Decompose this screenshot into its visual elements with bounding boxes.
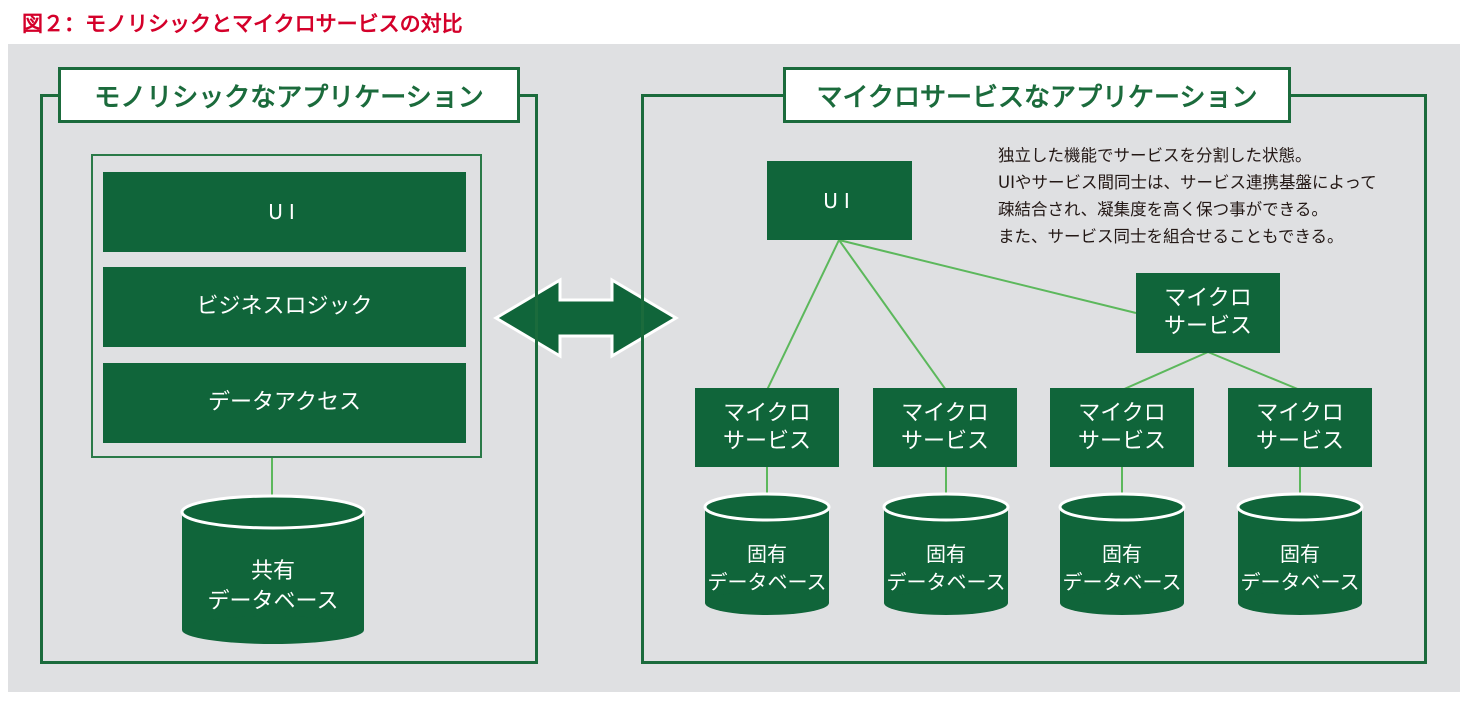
microservice-box-3: マイクロ サービス [1050, 388, 1194, 467]
database-cylinder-icon-4 [1236, 492, 1364, 615]
microservices-ui-box: UI [767, 161, 912, 240]
mid-microservice-box: マイクロ サービス [1136, 273, 1280, 353]
shared-database-label: 共有 データベース [207, 559, 339, 614]
microservices-title: マイクロサービスなアプリケーション [783, 67, 1291, 123]
ui-to-service1-connector [766, 239, 840, 391]
own-database-label-3: 固有 データベース [1062, 542, 1182, 594]
own-database-label-2: 固有 データベース [886, 542, 1006, 594]
monolith-business-logic-layer: ビジネスロジック [103, 267, 466, 347]
double-arrow-icon [493, 277, 679, 359]
ui-to-mid-service-connector [838, 239, 1137, 314]
microservices-description: 独立した機能でサービスを分割した状態。 UIやサービス間同士は、サービス連携基盤… [998, 146, 1377, 246]
microservice-box-2: マイクロ サービス [873, 388, 1017, 467]
database-cylinder-icon-2 [882, 492, 1010, 615]
monolith-ui-layer: UI [103, 172, 466, 252]
mid-to-service3-connector [1121, 351, 1209, 391]
microservice-box-1: マイクロ サービス [695, 388, 839, 467]
database-cylinder-icon-1 [703, 492, 831, 615]
own-database-label-1: 固有 データベース [707, 542, 827, 594]
mid-to-service4-connector [1207, 351, 1301, 391]
own-database-label-4: 固有 データベース [1240, 542, 1360, 594]
ui-to-service2-connector [838, 239, 947, 391]
microservice-box-4: マイクロ サービス [1228, 388, 1372, 467]
monolithic-title: モノリシックなアプリケーション [58, 67, 520, 123]
shared-database-cylinder-icon [180, 494, 366, 644]
database-cylinder-icon-3 [1058, 492, 1186, 615]
figure-title: 図２：モノリシックとマイクロサービスの対比 [22, 12, 463, 36]
monolith-data-access-layer: データアクセス [103, 363, 466, 443]
monolith-app-frame [91, 154, 482, 458]
